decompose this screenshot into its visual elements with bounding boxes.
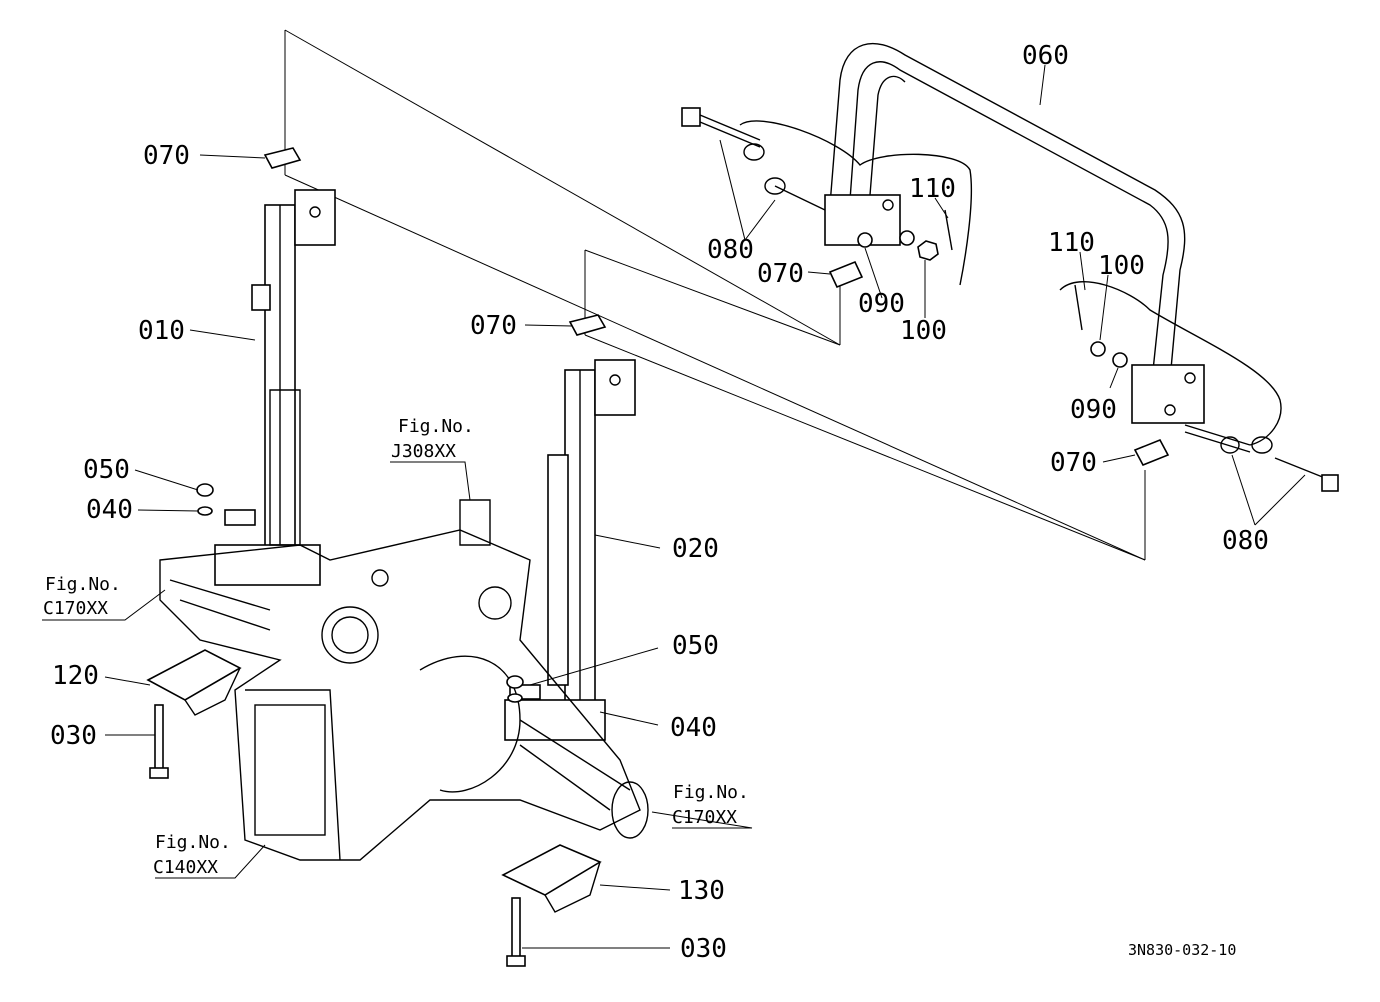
right-support-post — [504, 359, 636, 741]
left-support-post — [214, 189, 336, 586]
figref-c170-left-label: Fig.No. — [45, 574, 121, 595]
figref-c170-right-code: C170XX — [672, 807, 737, 828]
leader-lines — [42, 64, 1306, 949]
figref-c140-label: Fig.No. — [155, 832, 231, 853]
nut-washer-right — [506, 675, 524, 703]
label-030-right: 030 — [680, 934, 727, 964]
transmission-housing — [159, 499, 649, 861]
label-060: 060 — [1022, 41, 1069, 71]
label-110-left: 110 — [909, 174, 956, 204]
label-110-right: 110 — [1048, 228, 1095, 258]
label-070-rops-left: 070 — [757, 259, 804, 289]
label-040-right: 040 — [670, 713, 717, 743]
bracket-120 — [146, 649, 242, 716]
label-080-right: 080 — [1222, 526, 1269, 556]
label-070-rops-right: 070 — [1050, 448, 1097, 478]
rops-hardware-right — [1059, 281, 1339, 492]
label-100-right: 100 — [1098, 251, 1145, 281]
figref-j308-label: Fig.No. — [398, 416, 474, 437]
label-010: 010 — [138, 316, 185, 346]
assembly-lines — [284, 29, 1146, 561]
label-120: 120 — [52, 661, 99, 691]
caps-070 — [263, 147, 1170, 467]
label-130: 130 — [678, 876, 725, 906]
rops-frame — [824, 42, 1205, 424]
label-080-left: 080 — [707, 235, 754, 265]
drawing-code: 3N830-032-10 — [1128, 941, 1236, 959]
figref-c170-left-code: C170XX — [43, 598, 108, 619]
label-020: 020 — [672, 534, 719, 564]
label-050-right: 050 — [672, 631, 719, 661]
bolt-030-right — [506, 897, 526, 967]
label-070-right-post: 070 — [470, 311, 517, 341]
label-090-right: 090 — [1070, 395, 1117, 425]
figref-c140-code: C140XX — [153, 857, 218, 878]
label-040-left: 040 — [86, 495, 133, 525]
label-050-left: 050 — [83, 455, 130, 485]
figref-c170-right-label: Fig.No. — [673, 782, 749, 803]
figure-references: Fig.No. J308XX Fig.No. C170XX Fig.No. C1… — [43, 416, 749, 878]
bracket-130 — [501, 844, 602, 913]
label-070-left-post: 070 — [143, 141, 190, 171]
figref-j308-code: J308XX — [391, 441, 456, 462]
rops-hardware-left — [681, 107, 973, 286]
bolt-030-left — [149, 704, 169, 779]
label-090-left: 090 — [858, 289, 905, 319]
nut-washer-left — [196, 483, 214, 516]
label-030-left: 030 — [50, 721, 97, 751]
label-100-left: 100 — [900, 316, 947, 346]
part-labels: 070 010 050 040 120 030 070 020 050 040 … — [50, 41, 1269, 964]
